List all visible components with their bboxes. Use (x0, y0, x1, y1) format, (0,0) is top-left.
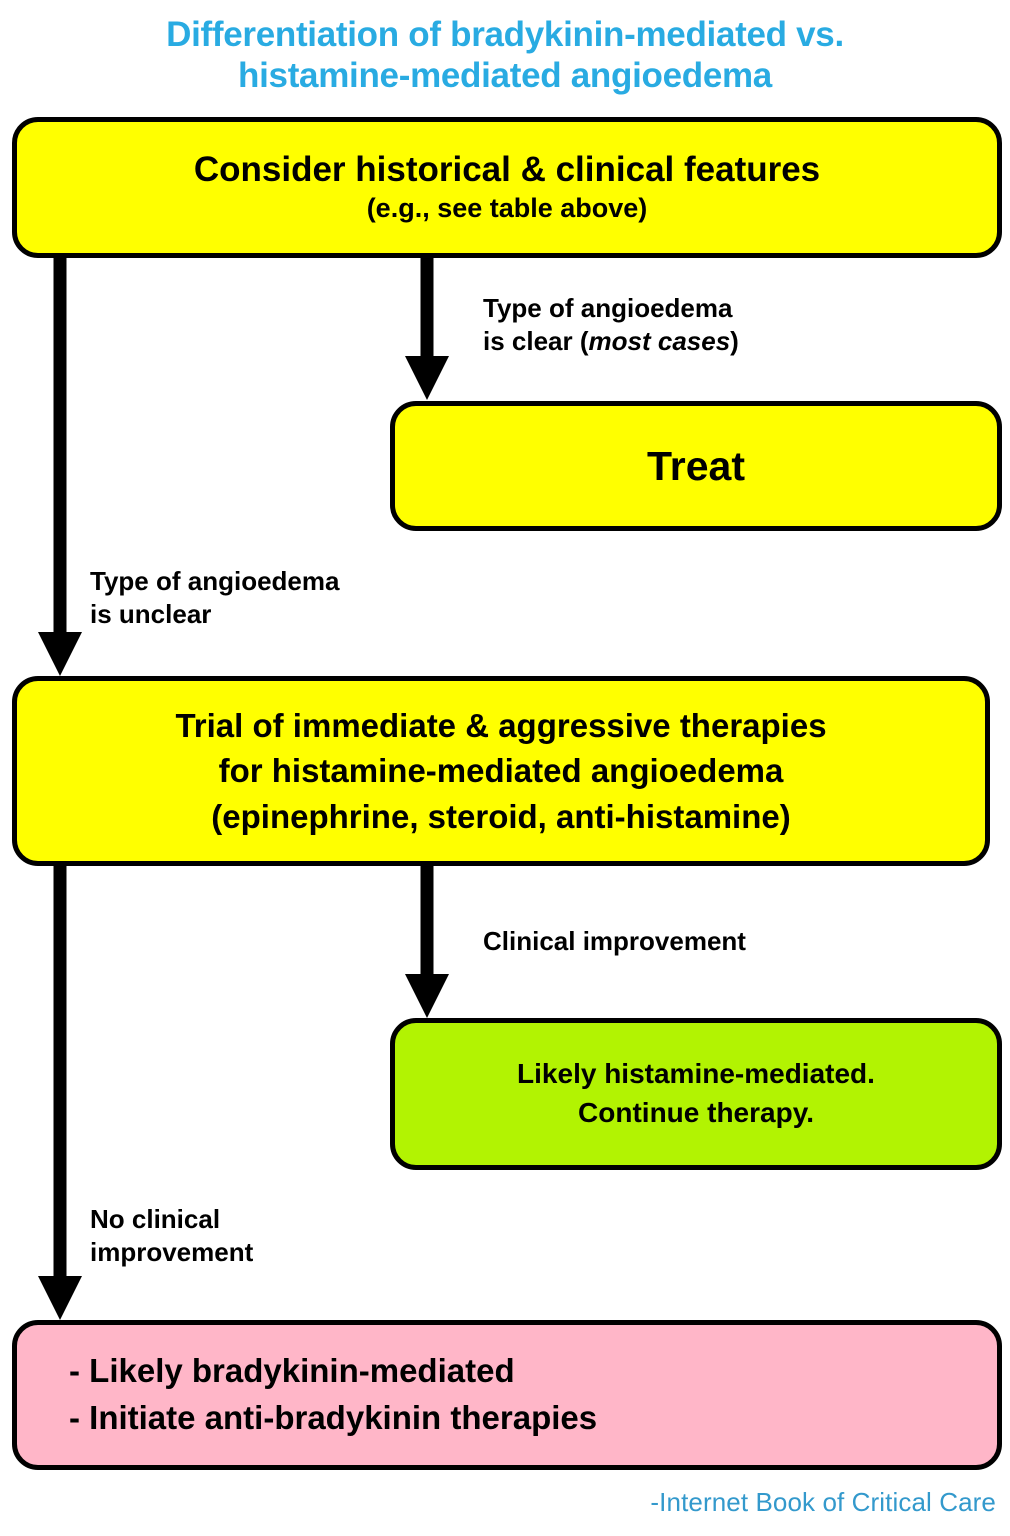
arrow-consider-to-trial (38, 256, 82, 676)
node-likely-bradykinin[interactable]: - Likely bradykinin-mediated - Initiate … (12, 1320, 1002, 1470)
node-likely-histamine-line-1: Likely histamine-mediated. (517, 1058, 875, 1090)
node-consider-features-line-2: (e.g., see table above) (366, 192, 648, 223)
page-title-line-1: Differentiation of bradykinin-mediated v… (166, 15, 844, 54)
edge-label-type-clear-line-2: is clear (most cases) (483, 325, 739, 358)
node-consider-features[interactable]: Consider historical & clinical features … (12, 117, 1002, 258)
edge-label-type-unclear-line-1: Type of angioedema (90, 566, 340, 596)
node-consider-features-line-1: Consider historical & clinical features (193, 150, 821, 190)
edge-label-type-clear-emphasis: most cases (588, 326, 731, 357)
edge-label-no-clinical-improvement-line-2: improvement (90, 1237, 254, 1268)
edge-label-type-unclear: Type of angioedema is unclear (90, 565, 339, 631)
node-likely-histamine[interactable]: Likely histamine-mediated. Continue ther… (390, 1018, 1002, 1170)
node-likely-bradykinin-line-2: - Initiate anti-bradykinin therapies (69, 1399, 598, 1436)
edge-label-clinical-improvement-line-1: Clinical improvement (483, 926, 746, 956)
node-trial-therapies-line-2: for histamine-mediated angioedema (218, 752, 784, 790)
node-treat-label: Treat (647, 442, 745, 489)
page-title-line-2: histamine-mediated angioedema (238, 56, 772, 96)
arrow-consider-to-treat (405, 256, 449, 400)
edge-label-type-unclear-line-2: is unclear (90, 599, 212, 630)
edge-label-clinical-improvement: Clinical improvement (483, 925, 746, 958)
node-treat[interactable]: Treat (390, 401, 1002, 531)
edge-label-no-clinical-improvement-line-1: No clinical (90, 1204, 221, 1234)
node-trial-therapies-line-3: (epinephrine, steroid, anti-histamine) (211, 797, 791, 835)
node-likely-bradykinin-line-1: - Likely bradykinin-mediated (69, 1352, 515, 1390)
node-trial-therapies-line-1: Trial of immediate & aggressive therapie… (175, 706, 827, 744)
source-attribution: -Internet Book of Critical Care (650, 1487, 996, 1517)
edge-label-type-clear: Type of angioedema is clear (most cases) (483, 292, 739, 358)
edge-label-type-clear-pre: is clear ( (483, 326, 589, 357)
edge-label-no-clinical-improvement: No clinical improvement (90, 1203, 253, 1269)
page-title: Differentiation of bradykinin-mediated v… (0, 14, 1010, 97)
node-likely-histamine-line-2: Continue therapy. (578, 1097, 814, 1128)
edge-label-type-clear-post: ) (730, 326, 739, 357)
edge-label-type-clear-line-1: Type of angioedema (483, 293, 733, 323)
arrow-trial-to-histamine (405, 864, 449, 1018)
arrow-trial-to-bradykinin (38, 864, 82, 1320)
node-trial-therapies[interactable]: Trial of immediate & aggressive therapie… (12, 676, 990, 866)
